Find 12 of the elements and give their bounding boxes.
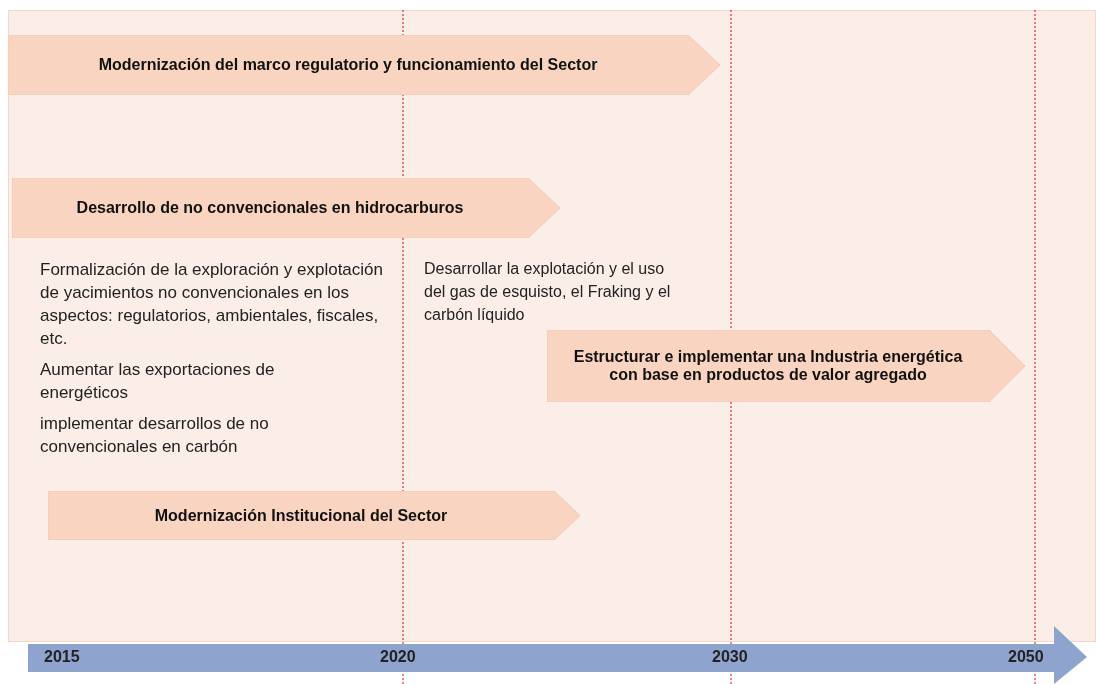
phase-title: Estructurar e implementar una Industria energética con base en productos de valor agregado bbox=[572, 348, 964, 384]
year-label: 2050 bbox=[1008, 648, 1044, 666]
year-label: 2030 bbox=[712, 648, 748, 666]
goal-text: implementar desarrollos de no convencionales en carbón bbox=[40, 413, 270, 458]
goal-text: Aumentar las exportaciones de energéticos bbox=[40, 359, 276, 404]
phase-title: Modernización del marco regulatorio y funcionamiento del Sector bbox=[98, 56, 598, 74]
year-label: 2015 bbox=[44, 648, 80, 666]
year-label: 2020 bbox=[380, 648, 416, 666]
goal-text: Formalización de la exploración y explotación de yacimientos no convencionales en los aspectos: regulatorios, ambientales, fiscales, etc. bbox=[40, 259, 384, 350]
goal-text: Desarrollar la explotación y el uso del gas de esquisto, el Fraking y el carbón líquido bbox=[424, 259, 672, 325]
phase-title: Modernización Institucional del Sector bbox=[154, 506, 448, 525]
phase-title: Desarrollo de no convencionales en hidrocarburos bbox=[76, 199, 464, 217]
